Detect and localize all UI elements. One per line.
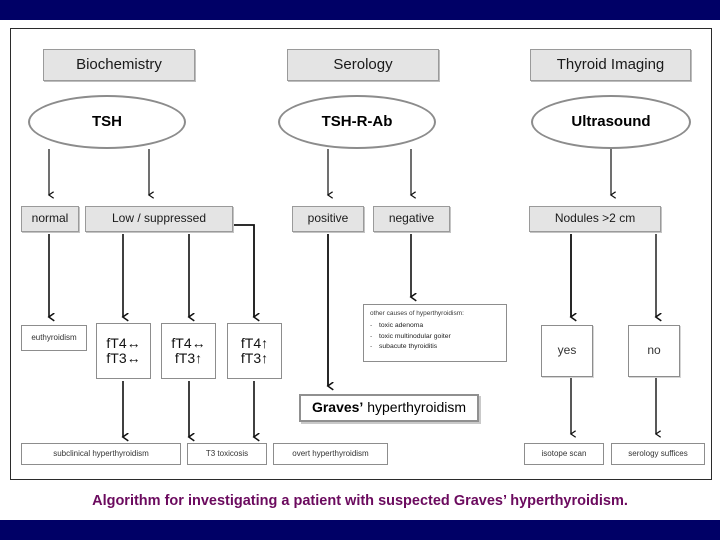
node-ultrasound: Ultrasound [531,95,691,149]
ft3-line: fT3↑ [174,350,203,366]
box-ft4-high-ft3-high: fT4↑ fT3↑ [227,323,282,379]
box-isotope-scan: isotope scan [524,443,604,465]
top-banner-bar [0,0,720,20]
box-overt-hyperthyroidism: overt hyperthyroidism [273,443,388,465]
graves-bold-label: Graves’ [311,399,364,416]
list-item: toxic multinodular goiter [370,332,500,343]
box-graves-hyperthyroidism: Graves’ hyperthyroidism [299,394,479,422]
ft4-line: fT4↔ [171,334,206,351]
graves-rest-label: hyperthyroidism [367,399,467,416]
chip-positive: positive [292,206,364,232]
ft4-line: fT4↑ [240,334,269,351]
box-euthyroidism: euthyroidism [21,325,87,351]
header-biochemistry: Biochemistry [43,49,195,81]
bottom-banner-bar [0,520,720,540]
chip-negative: negative [373,206,450,232]
box-serology-suffices: serology suffices [611,443,705,465]
ft4-line: fT4↔ [106,334,141,351]
algorithm-figure-frame: Biochemistry Serology Thyroid Imaging TS… [10,28,712,480]
ft3-line: fT3↔ [106,350,141,366]
box-t3-toxicosis: T3 toxicosis [187,443,267,465]
chip-low-suppressed: Low / suppressed [85,206,233,232]
box-other-causes: other causes of hyperthyroidism: toxic a… [363,304,507,362]
box-no: no [628,325,680,377]
figure-caption: Algorithm for investigating a patient wi… [92,493,628,509]
box-subclinical-hyperthyroidism: subclinical hyperthyroidism [21,443,181,465]
box-yes: yes [541,325,593,377]
box-ft4-normal-ft3-normal: fT4↔ fT3↔ [96,323,151,379]
ft3-line: fT3↑ [240,350,269,366]
header-thyroid-imaging: Thyroid Imaging [530,49,691,81]
other-causes-title: other causes of hyperthyroidism: [370,310,464,317]
list-item: subacute thyroiditis [370,342,500,353]
header-serology: Serology [287,49,439,81]
list-item: toxic adenoma [370,321,500,332]
node-tsh-r-ab: TSH-R-Ab [278,95,436,149]
chip-normal: normal [21,206,79,232]
chip-nodules: Nodules >2 cm [529,206,661,232]
node-tsh: TSH [28,95,186,149]
other-causes-list: toxic adenoma toxic multinodular goiter … [370,321,500,353]
box-ft4-normal-ft3-high: fT4↔ fT3↑ [161,323,216,379]
